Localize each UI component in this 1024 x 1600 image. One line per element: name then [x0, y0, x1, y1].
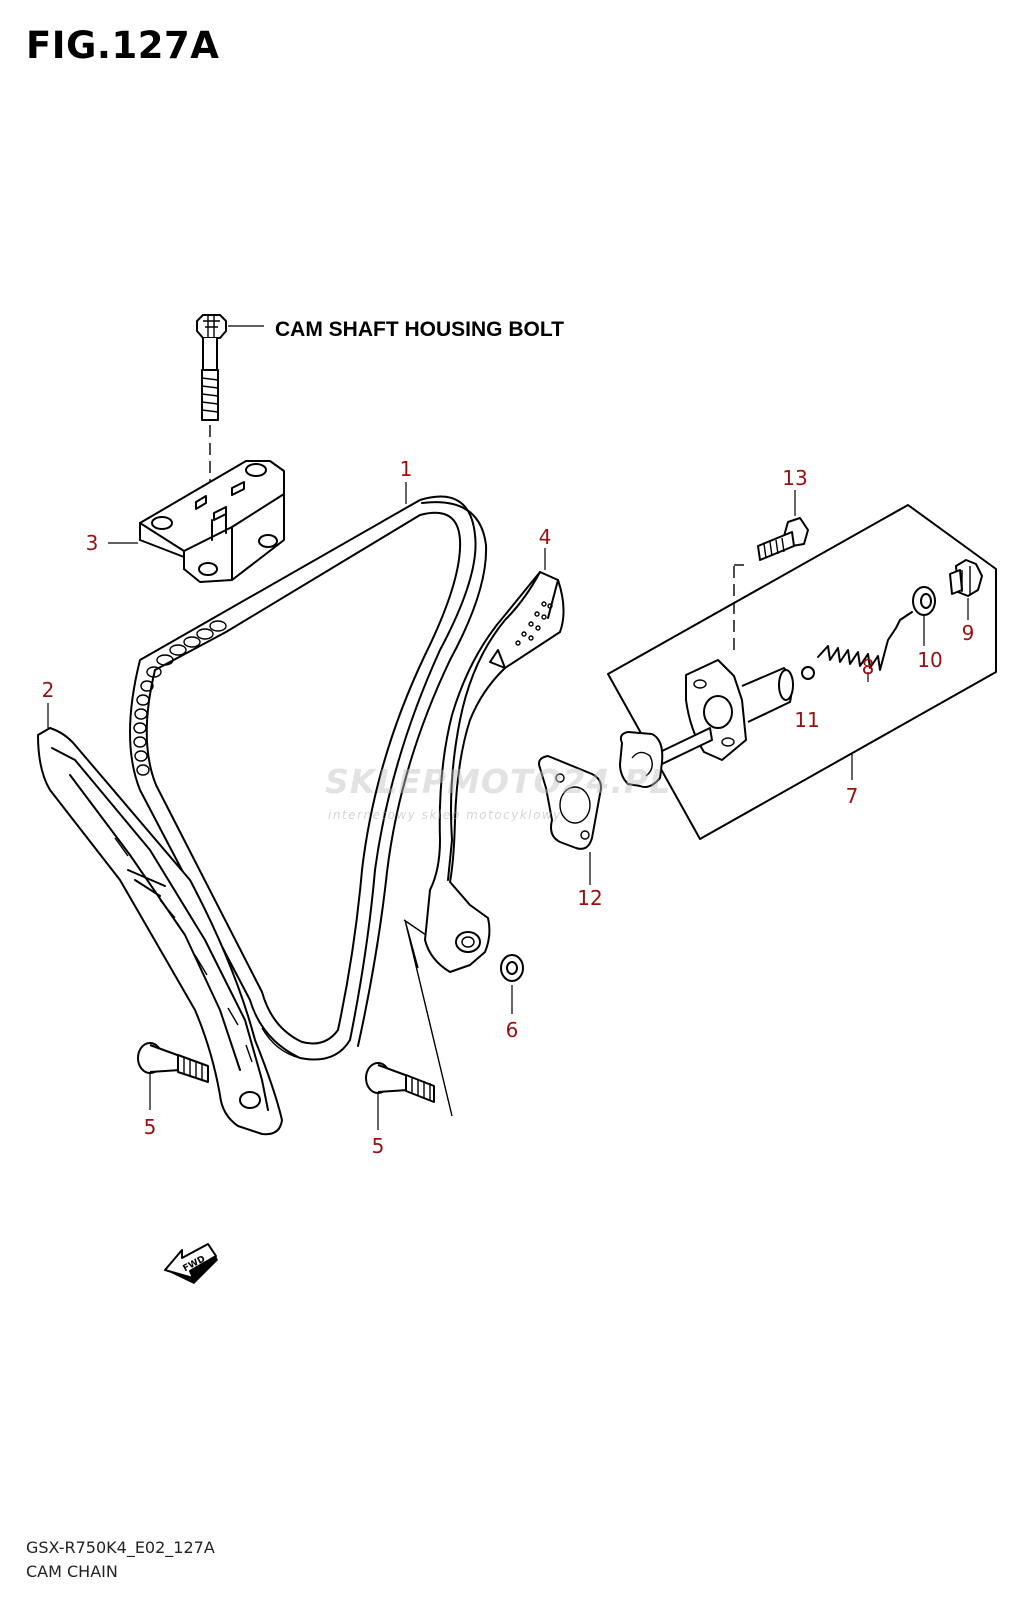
callout-5-left: 5 — [143, 1115, 157, 1139]
fwd-arrow-icon: FWD — [164, 1243, 218, 1284]
callout-8: 8 — [861, 655, 875, 679]
cam-shaft-housing-bolt-label: CAM SHAFT HOUSING BOLT — [275, 318, 564, 341]
tensioner-adjuster-box — [607, 504, 997, 840]
watermark-tagline: internetowy sklep motocyklowy — [328, 808, 562, 822]
chain-guide-drawing — [37, 703, 283, 1136]
figure-title: FIG.127A — [26, 24, 220, 67]
cap-bolt-drawing — [949, 559, 983, 620]
bolt-left-drawing — [137, 1042, 209, 1110]
tensioner-blade-drawing — [424, 548, 565, 973]
gasket-washer-drawing — [912, 586, 936, 646]
guide-plate-drawing — [139, 460, 285, 583]
ball-drawing — [801, 666, 815, 680]
figure-caption: CAM CHAIN — [26, 1562, 118, 1581]
tensioner-adjuster-drawing — [619, 564, 794, 788]
washer-drawing — [500, 954, 524, 1014]
reference-lines — [403, 919, 453, 1117]
cam-shaft-housing-bolt-drawing — [196, 314, 264, 570]
bolt-center-drawing — [365, 1062, 435, 1130]
spring-drawing — [817, 611, 913, 682]
callout-7: 7 — [845, 784, 859, 808]
watermark-brand: SKLEPMOTO24.PL — [325, 762, 672, 801]
gasket-drawing — [538, 755, 602, 885]
callout-13: 13 — [782, 466, 808, 490]
callout-1: 1 — [399, 457, 413, 481]
callout-9: 9 — [961, 621, 975, 645]
callout-4: 4 — [538, 525, 552, 549]
callout-5-center: 5 — [371, 1134, 385, 1158]
cam-chain-drawing — [129, 482, 488, 1061]
bolt-13-drawing — [757, 490, 809, 561]
model-code: GSX-R750K4_E02_127A — [26, 1538, 215, 1557]
callout-6: 6 — [505, 1018, 519, 1042]
callout-2: 2 — [41, 678, 55, 702]
callout-3: 3 — [85, 531, 99, 555]
callout-10: 10 — [917, 648, 943, 672]
callout-11: 11 — [794, 708, 820, 732]
callout-12: 12 — [577, 886, 603, 910]
